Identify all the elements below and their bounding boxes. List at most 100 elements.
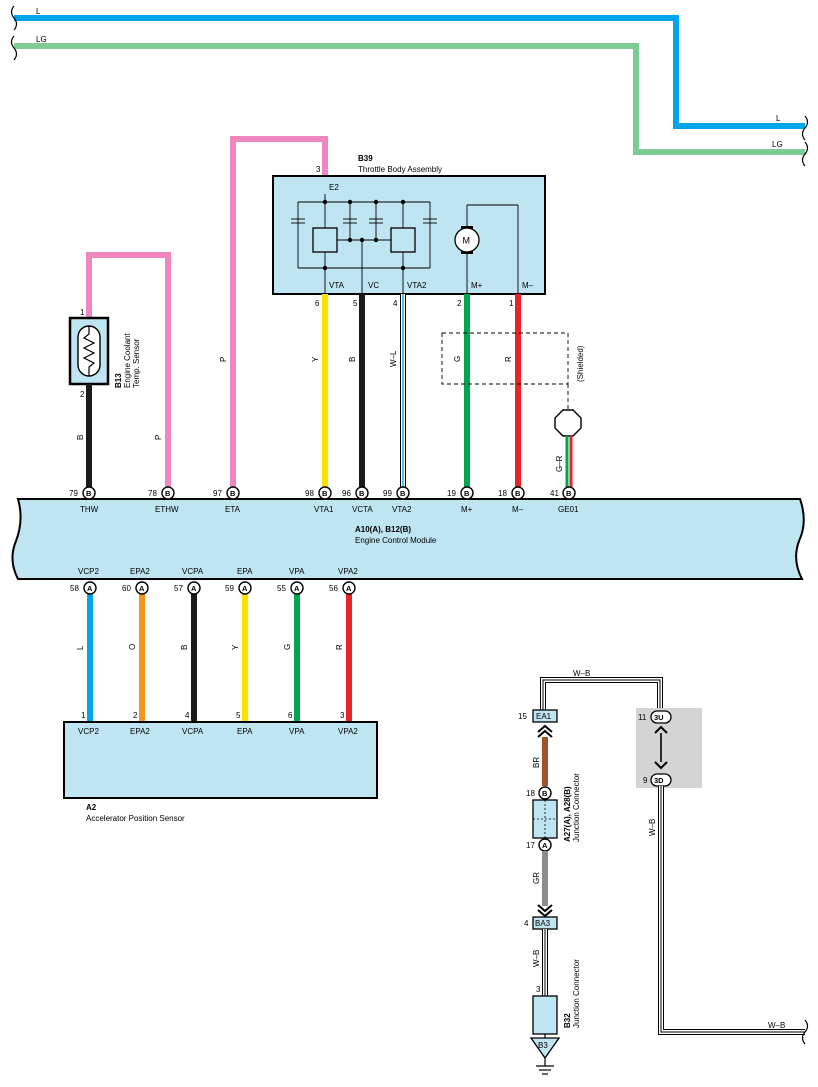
ecm-pin-vta2: B 99 VTA2 [383, 486, 412, 514]
splice-3d-num: 9 [643, 776, 648, 785]
throttle-body-name: Throttle Body Assembly [358, 165, 442, 174]
ecm-pin-ethw-num: 78 [148, 489, 157, 498]
break-mark-bottom-right [801, 1019, 809, 1045]
a2-term-vpa2-label: VPA2 [338, 727, 358, 736]
throttle-body-code: B39 [358, 154, 373, 163]
jc1-pin-top-num: 18 [526, 789, 535, 798]
break-mark-right-top [801, 115, 809, 141]
ecm-pin-vta1-conn: B [322, 489, 328, 498]
ecm-pin-vta1-label: VTA1 [314, 505, 334, 514]
ea1-num: 15 [518, 712, 527, 721]
ecm-pin-vta1: B 98 VTA1 [305, 486, 334, 514]
throttle-term-vta-num: 6 [315, 299, 320, 308]
wire-label-g-vpa: G [283, 644, 292, 650]
wire-label-lg-right: LG [772, 140, 783, 149]
motor-icon: M [454, 226, 480, 254]
ecm-pin-ge01-conn: B [566, 489, 572, 498]
shield-ground-octagon [554, 409, 582, 437]
ecm-pin-vcpa-label: VCPA [182, 567, 204, 576]
ecm-pin-vta2-label: VTA2 [392, 505, 412, 514]
ecm-pin-mplus-conn: B [464, 489, 470, 498]
wire-label-g: G [453, 356, 462, 362]
ea1-chevron-2 [537, 729, 553, 738]
ecm-pin-mminus-num: 18 [498, 489, 507, 498]
throttle-term-vta2-num: 4 [393, 299, 398, 308]
ecm-pin-thw-conn: B [86, 489, 92, 498]
ecm-pin-eta-num: 97 [213, 489, 222, 498]
ecm-pin-thw-label: THW [80, 505, 99, 514]
ecm-pin-vta2-conn: B [400, 489, 406, 498]
wire-label-br: BR [532, 757, 541, 768]
ecm-pin-thw-num: 79 [69, 489, 78, 498]
throttle-body-assembly: B39 Throttle Body Assembly 3 E2 [272, 154, 546, 308]
ecm-pin-epa-conn: A [242, 584, 248, 593]
wire-label-y-epa: Y [231, 644, 240, 650]
wire-lg [14, 43, 805, 155]
ecm-pin-epa2-conn: A [139, 584, 145, 593]
ecm-pin-vpa2-label: VPA2 [338, 567, 358, 576]
break-mark-left-top [10, 5, 18, 31]
top-wires: L LG L LG [10, 5, 809, 167]
ecm-pin-vpa-label: VPA [289, 567, 305, 576]
ecm-pin-epa-label: EPA [237, 567, 253, 576]
junction-dots [322, 199, 406, 271]
wire-label-y: Y [311, 356, 320, 362]
wire-label-b-thw: B [76, 435, 85, 440]
ecm-pin-ethw-label: ETHW [155, 505, 179, 514]
jc1-pin-top [538, 786, 552, 800]
a2-term-epa-label: EPA [237, 727, 253, 736]
ecm-pin-vpa2-conn: A [346, 584, 352, 593]
wire-label-wb-bottom: W–B [768, 1021, 785, 1030]
jc2-body [532, 995, 558, 1035]
ecm-pin-vta1-num: 98 [305, 489, 314, 498]
wire-l [14, 15, 805, 129]
jc1-name: Junction Connector [572, 773, 581, 842]
ecm-pin-vcpa: VCPA A 57 [174, 567, 204, 595]
splice-chevron-top [654, 725, 668, 734]
ecm-pin-epa: EPA A 59 [225, 567, 253, 595]
wire-label-o-epa2: O [128, 644, 137, 650]
throttle-ecm-wires: Y B W–L G R (Shielded) G–R [311, 294, 585, 487]
wire-label-gr-ge01: G–R [555, 455, 564, 472]
throttle-term-mminus-label: M– [522, 281, 534, 290]
a2-term-4-num: 4 [185, 711, 190, 720]
ecm-bottom-wires: L O B Y G R [76, 594, 352, 722]
wire-label-p-ethw: P [154, 435, 163, 440]
a2-name: Accelerator Position Sensor [86, 814, 185, 823]
shield-box [441, 332, 569, 385]
wire-label-wl: W–L [389, 350, 398, 367]
pink-wires: P P [86, 136, 328, 487]
wire-label-l-right: L [776, 114, 781, 123]
coolant-pin-top: 1 [80, 308, 85, 317]
ecm-pin-epa2: EPA2 A 60 [122, 567, 150, 595]
ecm-pin-ge01: B 41 GE01 [550, 486, 579, 514]
shield-label: (Shielded) [576, 345, 585, 382]
ecm-pin-vcpa-conn: A [191, 584, 197, 593]
thermistor-icon [82, 326, 96, 376]
ecm-pin-vpa2-num: 56 [329, 584, 338, 593]
ecm-pin-ethw-conn: B [165, 489, 171, 498]
splice-chevron-bottom [654, 761, 668, 770]
ecm-pin-vcp2-conn: A [87, 584, 93, 593]
ground-label: B3 [538, 1041, 548, 1050]
ecm-pin-mplus-label: M+ [461, 505, 473, 514]
throttle-term-vta2-label: VTA2 [407, 281, 427, 290]
wire-label-gr: GR [532, 872, 541, 884]
ecm-pin-vcp2: VCP2 A 58 [70, 567, 99, 595]
break-mark-left-bottom [10, 35, 18, 61]
ecm-pin-vta2-num: 99 [383, 489, 392, 498]
a2-box [63, 721, 378, 799]
jc1-pin-bottom-num: 17 [526, 841, 535, 850]
ecm-pin-mplus: B 19 M+ [447, 486, 474, 514]
ecm-pin-vcp2-num: 58 [70, 584, 79, 593]
ecm-pin-thw: B 79 THW [69, 486, 99, 514]
ecm-pin-vcta: B 96 VCTA [342, 486, 373, 514]
a2-term-vpa-label: VPA [289, 727, 305, 736]
engine-control-module: A10(A), B12(B) Engine Control Module [11, 498, 805, 580]
throttle-term-vc-num: 5 [353, 299, 358, 308]
wire-p-e2 [230, 136, 328, 487]
ba3-chevron-1 [537, 904, 553, 913]
ecm-pin-epa-num: 59 [225, 584, 234, 593]
throttle-pin-top-num: 3 [316, 165, 321, 174]
